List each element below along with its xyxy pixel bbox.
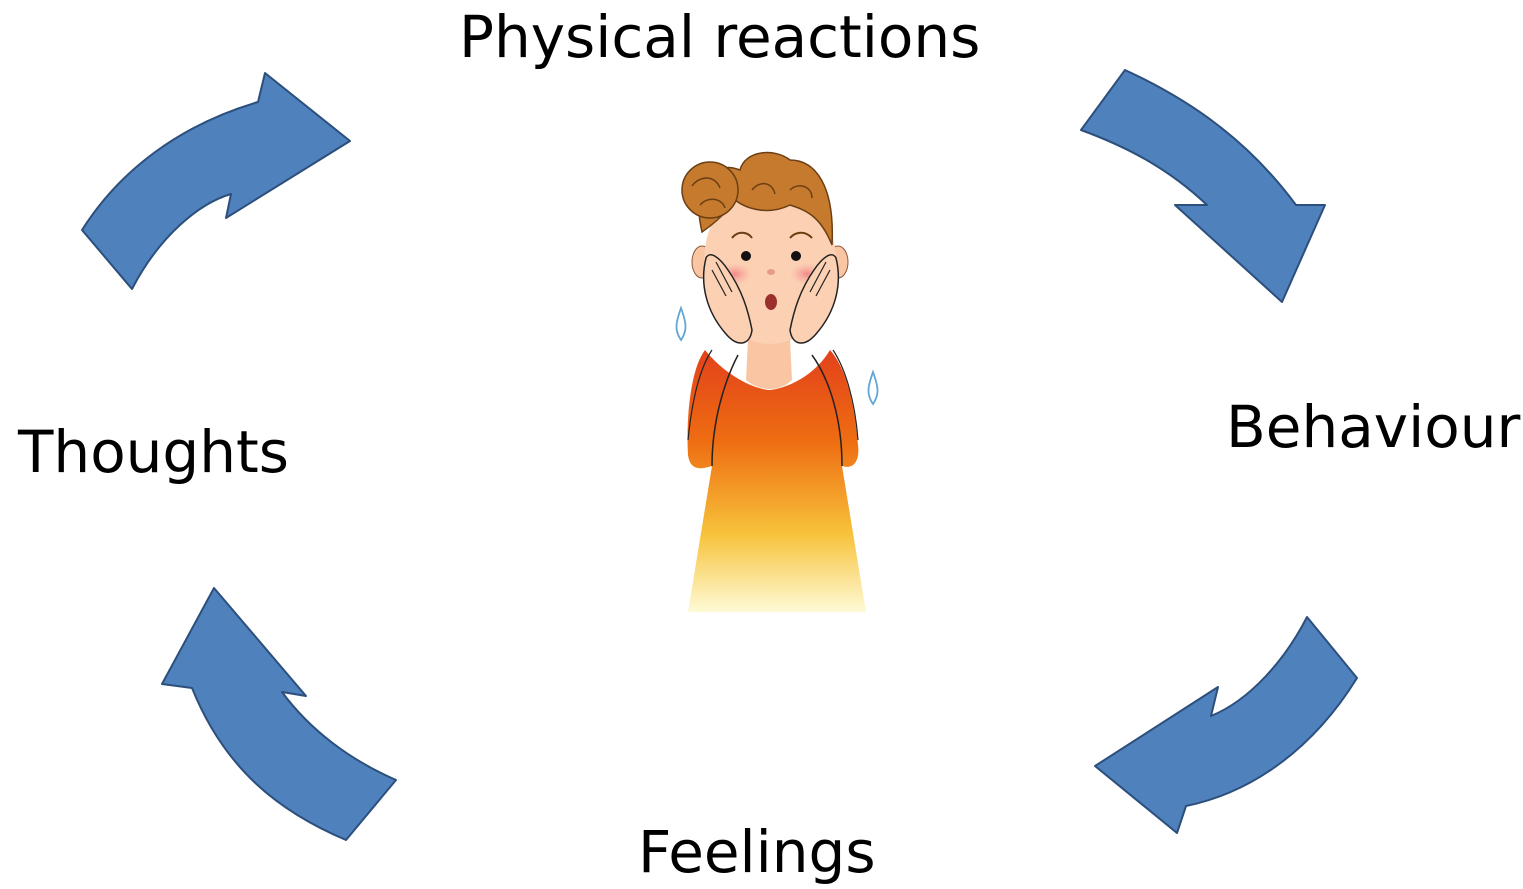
label-feelings: Feelings [638,823,876,881]
arrow-feelings-to-thoughts [162,588,396,840]
label-behaviour: Behaviour [1226,398,1520,456]
label-thoughts: Thoughts [18,423,289,481]
arrow-behaviour-to-feelings [1095,617,1357,833]
sweat-drop-icon [676,308,685,340]
label-physical-reactions: Physical reactions [459,8,980,66]
sweat-drop-icon [868,372,877,404]
arrow-thoughts-to-physical [82,73,350,289]
worried-woman-icon [676,153,877,612]
arrow-physical-to-behaviour [1081,70,1325,302]
